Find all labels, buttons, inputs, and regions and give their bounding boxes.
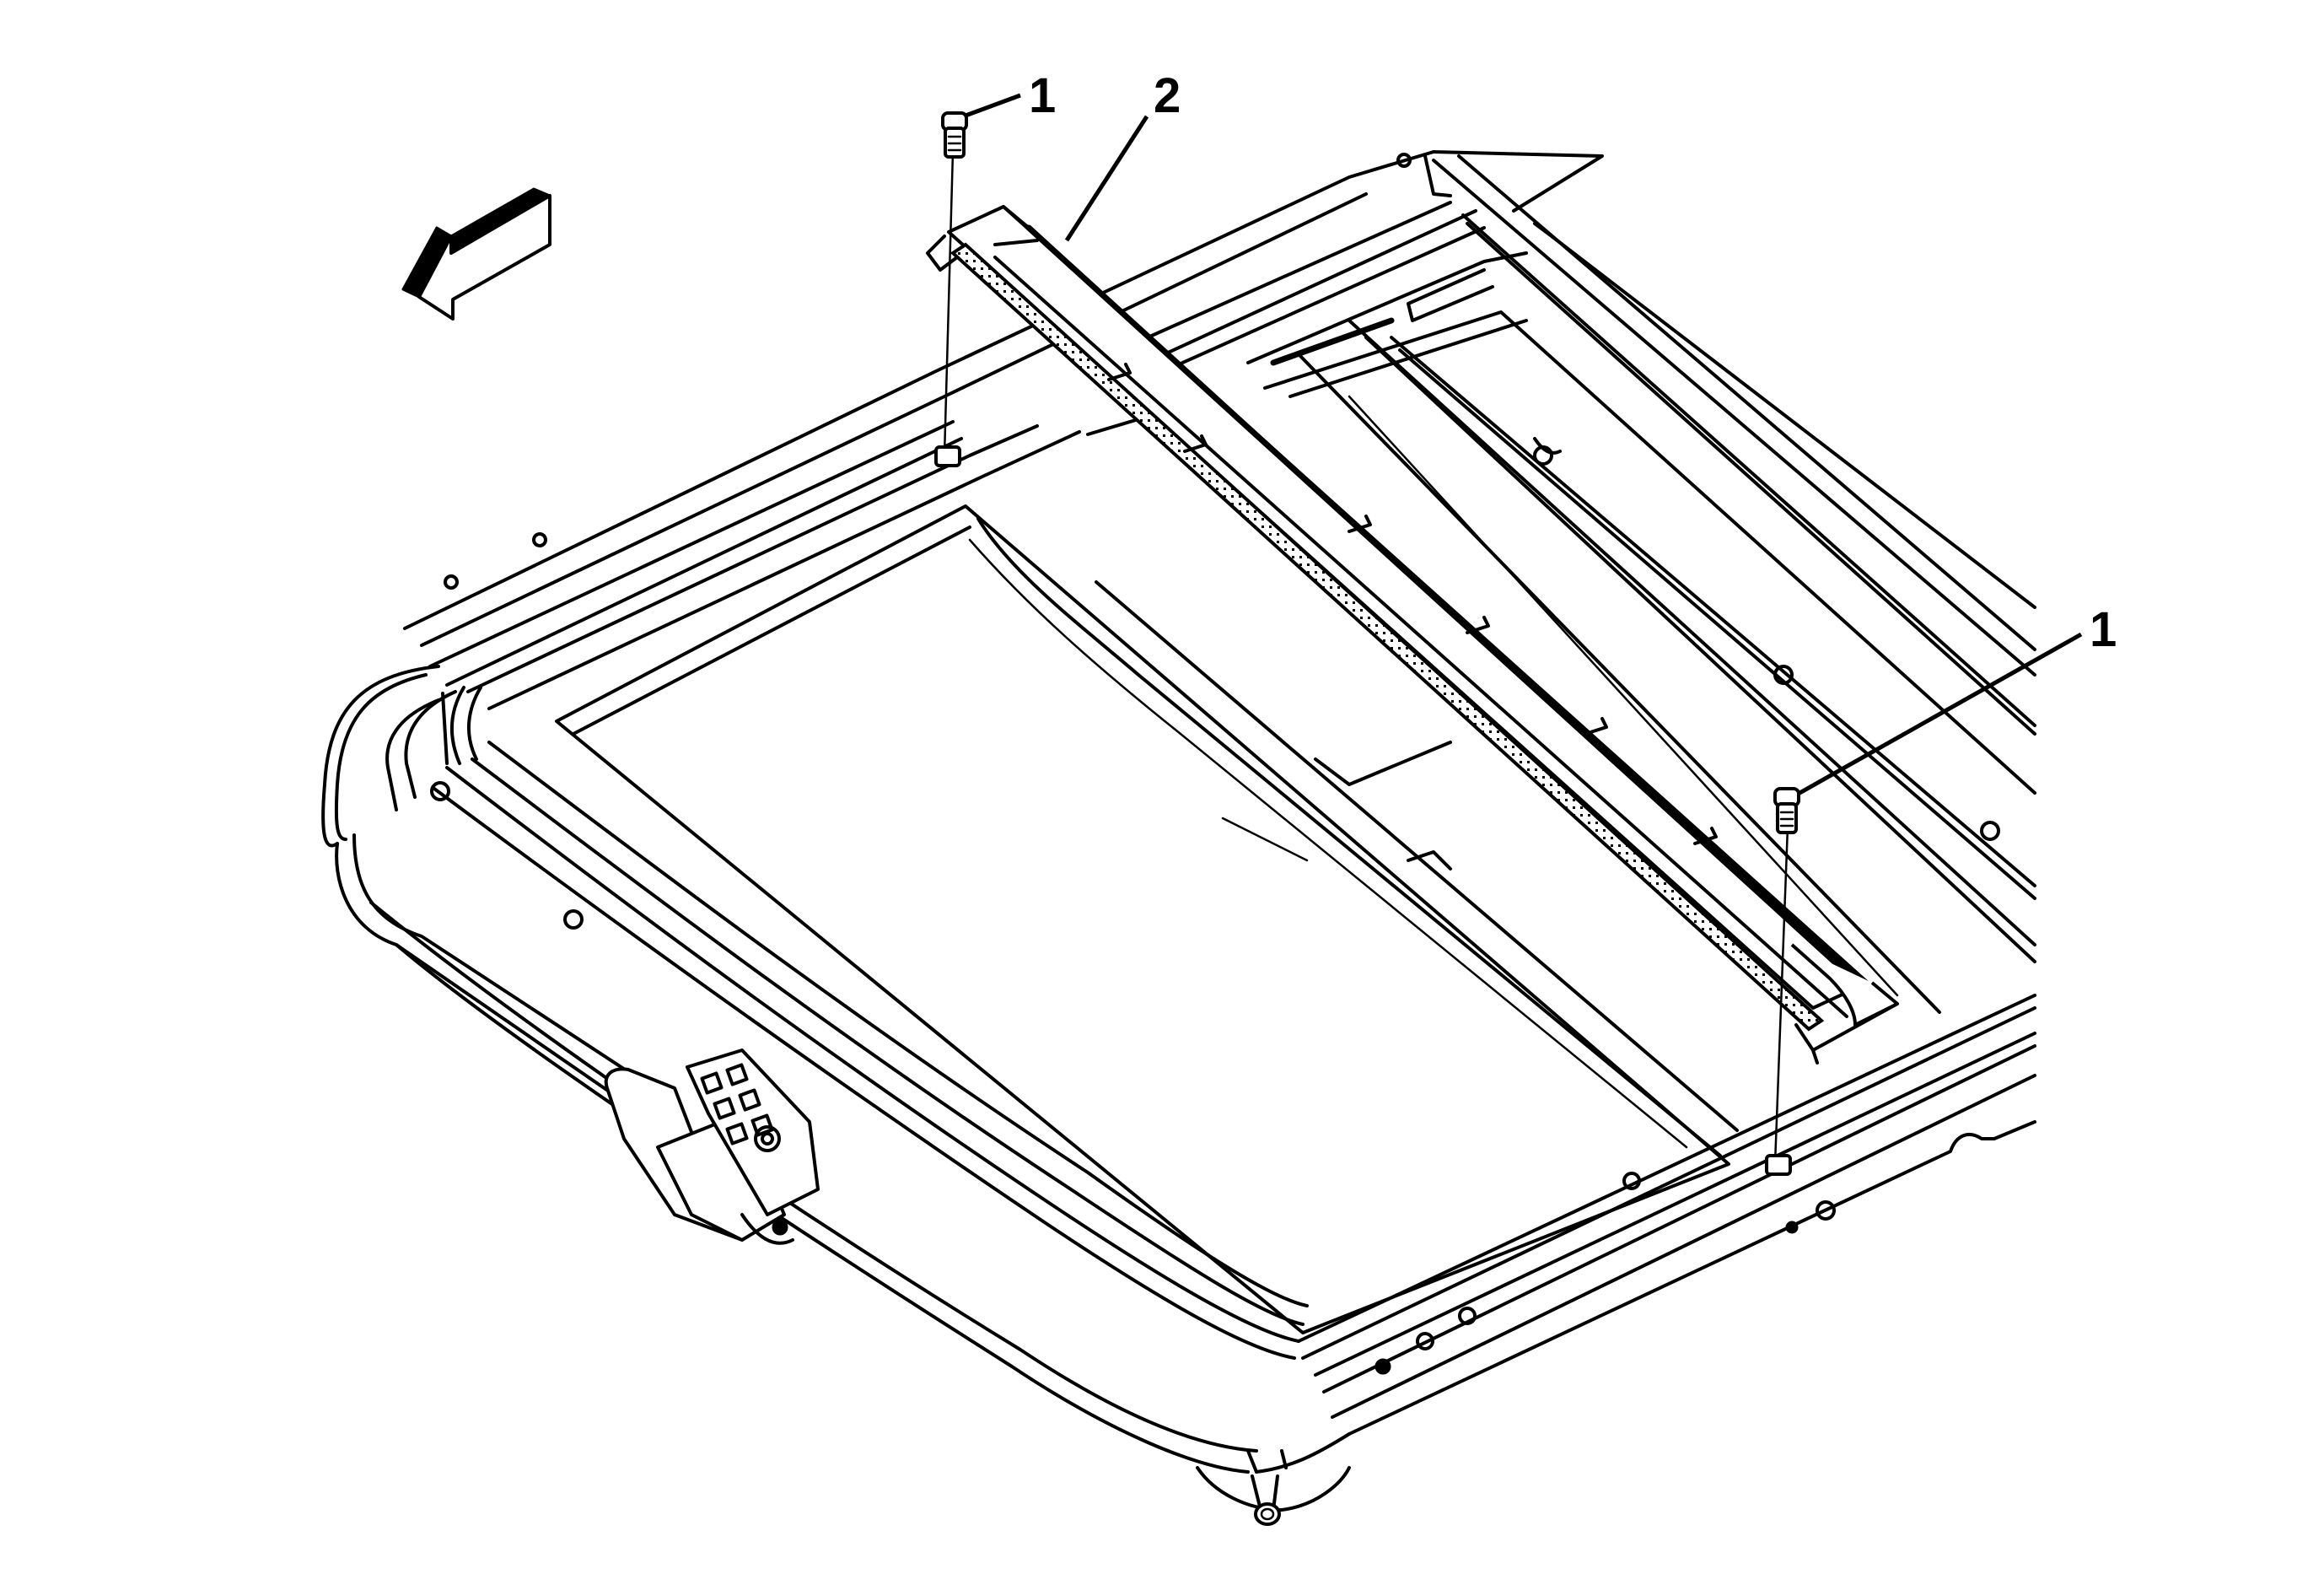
bolt-top	[941, 111, 968, 159]
drain-spout	[1251, 1474, 1281, 1526]
sunroof-motor-assembly	[604, 1048, 820, 1245]
callout-leaders	[943, 93, 2083, 1166]
deflector-strip	[926, 205, 1899, 1065]
callout-label-1-top: 1	[1029, 68, 1057, 123]
sunroof-outer-frame	[321, 150, 2036, 1512]
front-direction-arrow-icon	[401, 187, 551, 321]
rear-cross-rail	[1246, 251, 2036, 841]
callout-label-1-right: 1	[2090, 602, 2117, 657]
bolt-receptacles	[934, 445, 1792, 1176]
glass-panel-opening	[555, 504, 1739, 1334]
frame-fastener-holes	[430, 153, 1836, 1375]
bolt-right	[1773, 787, 1800, 834]
callout-label-2: 2	[1154, 68, 1181, 123]
